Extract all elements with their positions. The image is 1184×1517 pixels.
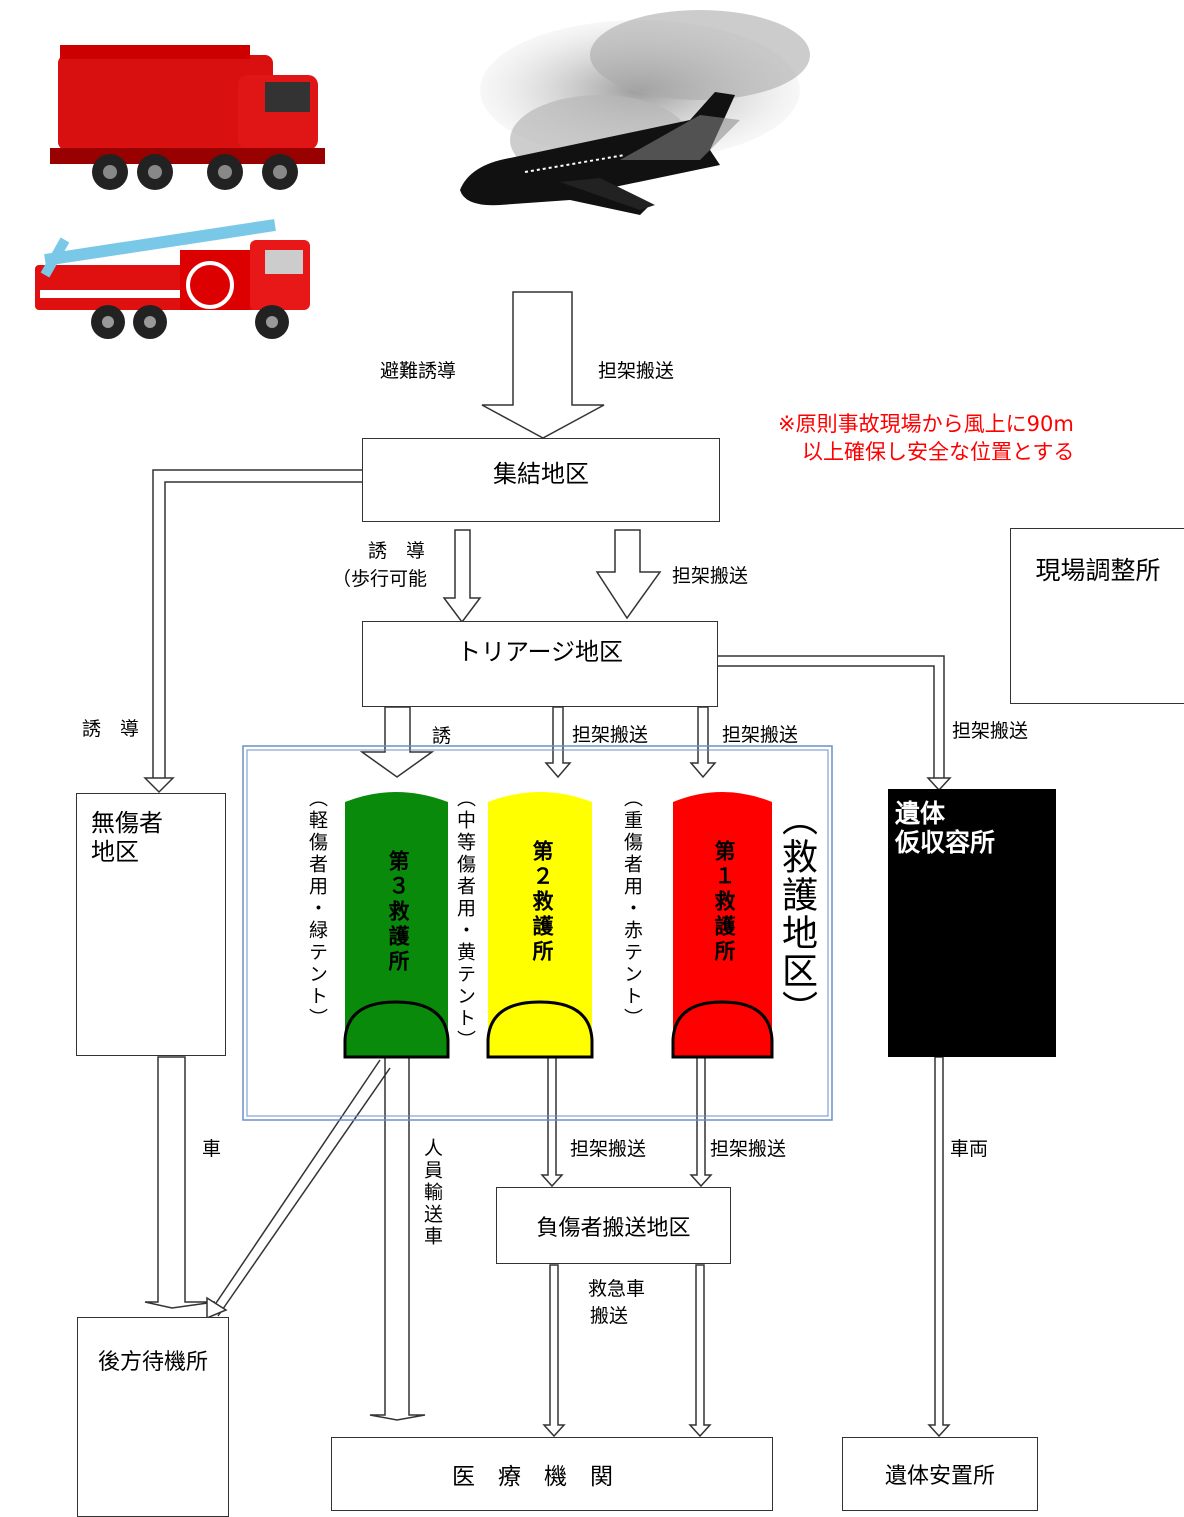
morgue-temp-label: 遺体 仮収容所 — [895, 799, 996, 857]
edge-personnel-vehicle: 人員輸送車 — [421, 1138, 443, 1248]
edge-evacuation-guidance: 避難誘導 — [380, 360, 457, 382]
burning-airplane-icon — [460, 10, 810, 215]
arrow-tent2-to-transport — [540, 1056, 564, 1188]
edge-walkable: （歩行可能 — [332, 568, 428, 590]
arrow-tent3-to-medical — [369, 1056, 426, 1421]
tent-1-side-label: （重傷者用・赤テント） — [621, 788, 643, 1030]
edge-ambulance-2: 搬送 — [590, 1305, 629, 1327]
rear-standby-label: 後方待機所 — [97, 1350, 208, 1375]
ladder-truck-icon — [35, 219, 310, 339]
morgue-label: 遺体安置所 — [884, 1464, 995, 1489]
tent-2-side-label: （中等傷者用・黄テント） — [454, 788, 476, 1052]
arrow-uninjured-to-rear — [144, 1056, 216, 1309]
edge-stretcher-tent1: 担架搬送 — [722, 724, 799, 746]
morgue-box: 遺体安置所 — [842, 1437, 1038, 1511]
arrow-to-tent2 — [544, 706, 572, 779]
flow-arrows — [144, 291, 951, 1438]
arrow-transport-to-medical-1 — [542, 1264, 566, 1438]
triage-area-box: トリアージ地区 — [362, 621, 718, 707]
note-line1: ※原則事故現場から風上に90m — [778, 412, 1074, 436]
onsite-coordination-box: 現場調整所 — [1010, 528, 1184, 704]
edge-stretcher-transport-1: 担架搬送 — [570, 1138, 647, 1160]
edge-vehicle: 車両 — [950, 1138, 989, 1160]
arrow-walk-to-triage — [442, 529, 482, 624]
onsite-coordination-label: 現場調整所 — [1035, 556, 1161, 585]
arrow-to-tent1 — [689, 706, 717, 779]
edge-stretcher-tent2: 担架搬送 — [572, 724, 649, 746]
tent-2 — [486, 792, 594, 1059]
edge-guide-short: 誘 — [432, 725, 452, 747]
edge-guide-walk: 誘 導 — [368, 540, 426, 562]
arrow-transport-to-medical-2 — [688, 1264, 712, 1438]
arrow-to-tent3 — [359, 706, 435, 778]
triage-area-label: トリアージ地区 — [456, 638, 624, 666]
injured-transport-box: 負傷者搬送地区 — [496, 1187, 731, 1264]
elbow-arrows — [143, 469, 952, 1320]
medical-institution-label: 医 療 機 関 — [452, 1464, 613, 1490]
tent-1-label: 第１救護所 — [712, 840, 736, 965]
tent-1 — [671, 792, 774, 1059]
medical-institution-box: 医 療 機 関 — [331, 1437, 773, 1511]
edge-ambulance-1: 救急車 — [588, 1278, 646, 1300]
assembly-area-box: 集結地区 — [362, 438, 720, 522]
edge-stretcher-triage: 担架搬送 — [672, 565, 749, 587]
arrow-tent1-to-transport — [689, 1056, 713, 1188]
edge-stretcher-top: 担架搬送 — [598, 360, 675, 382]
arrow-to-assembly — [481, 291, 605, 439]
rear-standby-box: 後方待機所 — [77, 1317, 229, 1517]
morgue-temp-box — [888, 789, 1056, 1057]
arrow-to-morgue — [927, 1056, 951, 1438]
tent-3 — [343, 792, 450, 1059]
arrow-stretcher-to-triage — [595, 529, 662, 620]
edge-stretcher-morgue: 担架搬送 — [952, 720, 1029, 742]
tent-2-label: 第２救護所 — [530, 840, 554, 965]
fire-truck-icon — [50, 45, 325, 190]
tent-3-side-label: （軽傷者用・緑テント） — [306, 788, 328, 1030]
uninjured-area-box: 無傷者 地区 — [76, 793, 226, 1056]
assembly-area-label: 集結地区 — [493, 460, 589, 488]
edge-stretcher-transport-2: 担架搬送 — [710, 1138, 787, 1160]
relief-area-frame — [242, 745, 833, 1121]
tent-3-label: 第３救護所 — [386, 850, 410, 975]
relief-area-label: （救護地区） — [776, 800, 817, 1028]
note-line2: 以上確保し安全な位置とする — [802, 440, 1075, 464]
edge-guide-left: 誘 導 — [82, 718, 140, 740]
uninjured-area-label: 無傷者 地区 — [91, 809, 163, 866]
injured-transport-label: 負傷者搬送地区 — [536, 1215, 691, 1241]
edge-car: 車 — [202, 1138, 222, 1160]
